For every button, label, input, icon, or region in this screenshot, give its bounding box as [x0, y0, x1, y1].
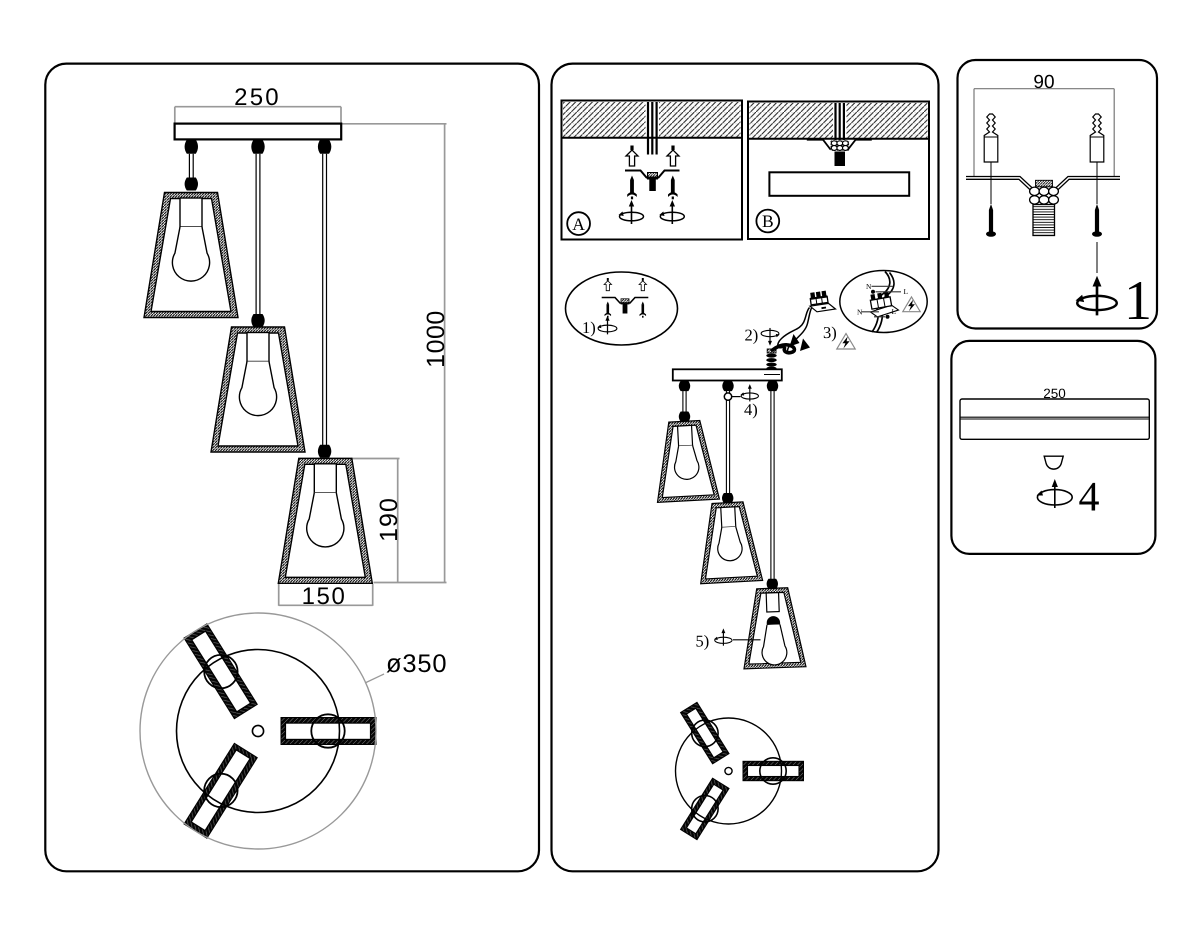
svg-text:90: 90: [1033, 72, 1054, 93]
svg-text:5): 5): [696, 632, 710, 651]
svg-text:2): 2): [745, 326, 759, 345]
svg-text:1): 1): [582, 318, 596, 337]
svg-text:A: A: [572, 214, 585, 234]
svg-text:B: B: [762, 211, 774, 231]
svg-text:N: N: [857, 308, 863, 317]
svg-text:4): 4): [744, 400, 758, 419]
svg-text:4: 4: [1079, 475, 1100, 521]
svg-text:L: L: [904, 287, 909, 296]
svg-text:190: 190: [375, 497, 403, 542]
svg-text:3): 3): [823, 323, 837, 342]
svg-text:N: N: [866, 282, 872, 291]
svg-text:L: L: [892, 307, 897, 316]
svg-text:250: 250: [234, 84, 281, 111]
svg-text:1000: 1000: [422, 310, 450, 368]
svg-text:250: 250: [1043, 386, 1066, 401]
svg-text:150: 150: [302, 583, 347, 610]
svg-text:ø350: ø350: [386, 650, 447, 678]
svg-text:1: 1: [1124, 270, 1152, 332]
